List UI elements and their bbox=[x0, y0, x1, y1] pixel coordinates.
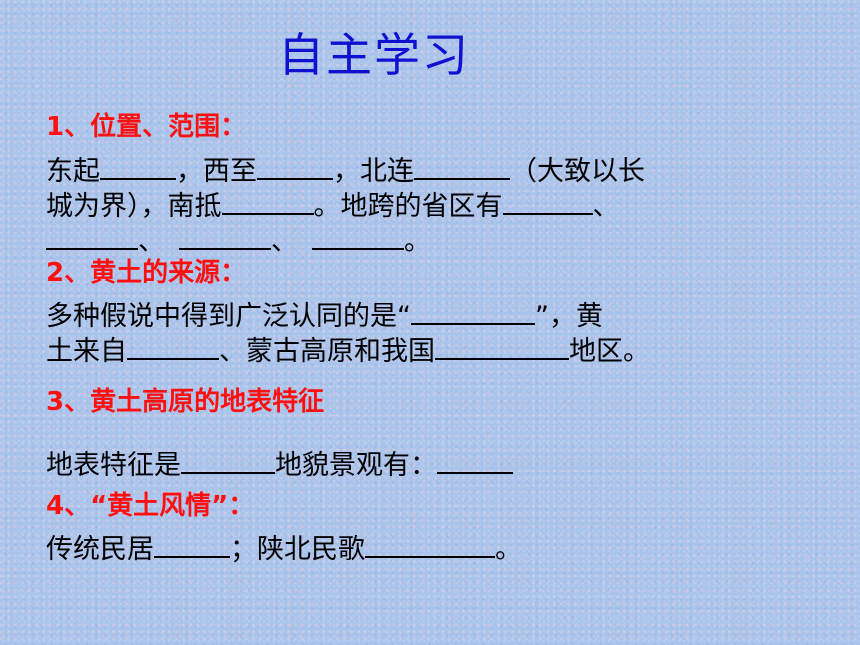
fill-blank[interactable] bbox=[435, 332, 569, 360]
section-2-line-1: 多种假说中得到广泛认同的是“ ”，黄 bbox=[46, 297, 603, 335]
section-1-line-1: 东起 ，西至 ，北连 （大致以长 bbox=[46, 152, 645, 190]
text: 传统民居 bbox=[46, 534, 154, 565]
text: 。地跨的省区有 bbox=[313, 191, 503, 222]
fill-blank[interactable] bbox=[46, 222, 138, 250]
fill-blank[interactable] bbox=[257, 152, 333, 180]
fill-blank[interactable] bbox=[411, 297, 535, 325]
text: 多种假说中得到广泛认同的是“ bbox=[46, 301, 411, 332]
section-2-heading: 2、黄土的来源： bbox=[46, 258, 247, 288]
text: 城为界），南抵 bbox=[46, 191, 222, 222]
text: ，北连 bbox=[333, 156, 414, 187]
text: 。 bbox=[404, 226, 431, 257]
text: ”，黄 bbox=[535, 301, 603, 332]
section-4-heading: 4、“黄土风情”： bbox=[46, 491, 255, 521]
fill-blank[interactable] bbox=[154, 530, 230, 558]
fill-blank[interactable] bbox=[437, 446, 513, 474]
text: 地貌景观有： bbox=[275, 450, 437, 481]
fill-blank[interactable] bbox=[414, 152, 510, 180]
section-1-heading: 1、位置、范围： bbox=[46, 112, 247, 142]
section-1-line-3: 、 、 。 bbox=[46, 222, 431, 260]
section-2-line-2: 土来自 、蒙古高原和我国 地区。 bbox=[46, 332, 650, 370]
section-3-line-1: 地表特征是 地貌景观有： bbox=[46, 446, 513, 484]
section-1-line-2: 城为界），南抵 。地跨的省区有 、 bbox=[46, 187, 620, 225]
text: 地区。 bbox=[569, 336, 650, 367]
fill-blank[interactable] bbox=[100, 152, 176, 180]
text: 土来自 bbox=[46, 336, 127, 367]
text: 、 bbox=[138, 226, 165, 257]
text: 。 bbox=[495, 534, 522, 565]
text: 、 bbox=[271, 226, 298, 257]
fill-blank[interactable] bbox=[502, 187, 593, 215]
section-3-heading: 3、黄土高原的地表特征 bbox=[46, 387, 325, 417]
section-4-line-1: 传统民居 ；陕北民歌 。 bbox=[46, 530, 522, 568]
text: （大致以长 bbox=[510, 156, 645, 187]
text: ，西至 bbox=[176, 156, 257, 187]
slide-title: 自主学习 bbox=[278, 28, 470, 82]
text: 、蒙古高原和我国 bbox=[219, 336, 435, 367]
fill-blank[interactable] bbox=[312, 222, 404, 250]
fill-blank[interactable] bbox=[365, 530, 495, 558]
text: 、 bbox=[592, 191, 620, 222]
fill-blank[interactable] bbox=[127, 332, 219, 360]
fill-blank[interactable] bbox=[181, 446, 275, 474]
text: 地表特征是 bbox=[46, 450, 181, 481]
text: ；陕北民歌 bbox=[230, 534, 365, 565]
fill-blank[interactable] bbox=[221, 187, 314, 215]
text: 东起 bbox=[46, 156, 100, 187]
fill-blank[interactable] bbox=[179, 222, 271, 250]
